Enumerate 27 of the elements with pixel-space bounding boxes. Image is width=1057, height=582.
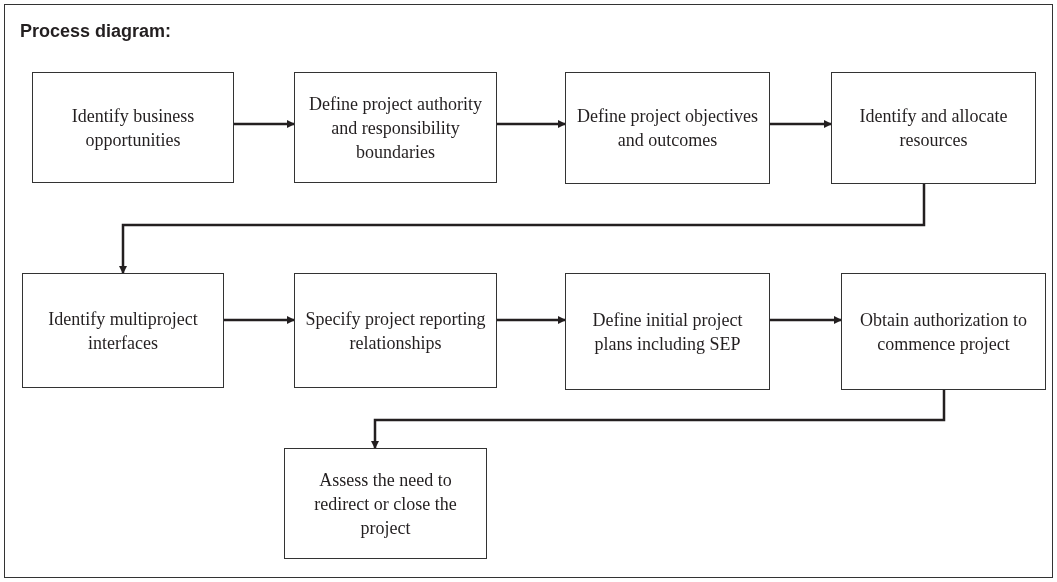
step-text: Obtain authorization to commence project [859, 308, 1028, 356]
process-box [22, 273, 224, 388]
arrow [119, 184, 926, 274]
step-text: Identify and allocate resources [858, 105, 1009, 152]
arrow [770, 316, 842, 324]
diagram-title: Process diagram: [20, 20, 172, 43]
process-box [284, 448, 487, 559]
process-box [831, 72, 1036, 184]
process-box [841, 273, 1046, 390]
step-text: Identify multiproject interfaces [47, 307, 199, 355]
process-box [565, 72, 770, 184]
step-text: Identify business opportunities [70, 104, 196, 152]
arrow [497, 120, 566, 128]
process-box [294, 72, 497, 183]
process-box [294, 273, 497, 388]
step-text: Assess the need to redirect or close the project [313, 468, 458, 540]
arrow [371, 390, 946, 449]
arrow [234, 120, 295, 128]
step-text: Define project authority and responsibility boundaries [308, 92, 483, 164]
arrow [770, 120, 832, 128]
arrow [224, 316, 295, 324]
step-text: Define project objectives and outcomes [576, 105, 759, 152]
step-text: Define initial project plans including SEP [591, 308, 744, 356]
process-box [32, 72, 234, 183]
step-text: Specify project reporting relationships [304, 307, 487, 355]
process-box [565, 273, 770, 390]
arrow [497, 316, 566, 324]
